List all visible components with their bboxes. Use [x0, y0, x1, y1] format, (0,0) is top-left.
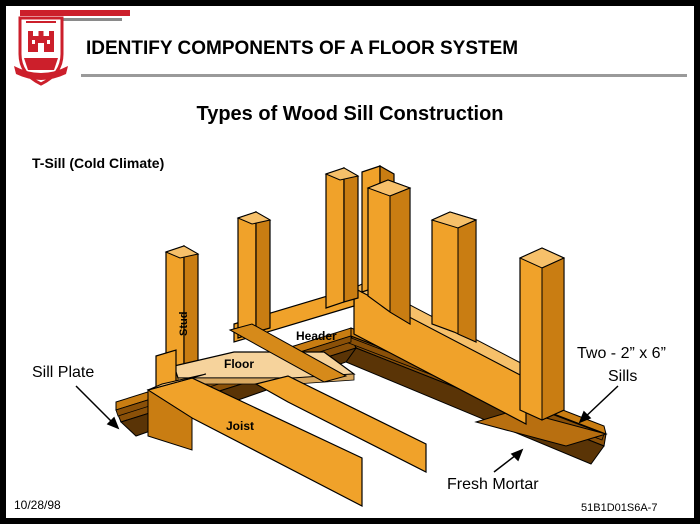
footer-code: 51B1D01S6A-7: [581, 502, 658, 514]
slide-subtitle: Types of Wood Sill Construction: [196, 103, 504, 125]
leader-arrows: [75, 385, 619, 473]
joist-label: Joist: [226, 419, 254, 433]
title-divider: [81, 74, 687, 77]
studs: [164, 164, 566, 421]
sills-label-line2: Sills: [608, 368, 637, 385]
t-sill-diagram: Stud Header Floor Joist Sill Plate Two -…: [32, 164, 666, 507]
section-label: T-Sill (Cold Climate): [32, 155, 165, 171]
engineer-castle-shield-icon: [14, 16, 68, 86]
sills-label-line1: Two - 2” x 6”: [577, 345, 666, 362]
page-title: IDENTIFY COMPONENTS OF A FLOOR SYSTEM: [86, 38, 519, 59]
top-accent-bar-gray: [20, 18, 122, 21]
header-label: Header: [296, 329, 337, 343]
top-accent-bar: [20, 10, 130, 16]
sill-plate-label: Sill Plate: [32, 364, 94, 381]
sill-corner-block: [474, 409, 608, 447]
footer-date: 10/28/98: [14, 498, 61, 512]
fresh-mortar-label: Fresh Mortar: [447, 476, 539, 493]
stud-label: Stud: [178, 312, 190, 336]
floor-label: Floor: [224, 357, 254, 371]
joists: [146, 323, 427, 507]
